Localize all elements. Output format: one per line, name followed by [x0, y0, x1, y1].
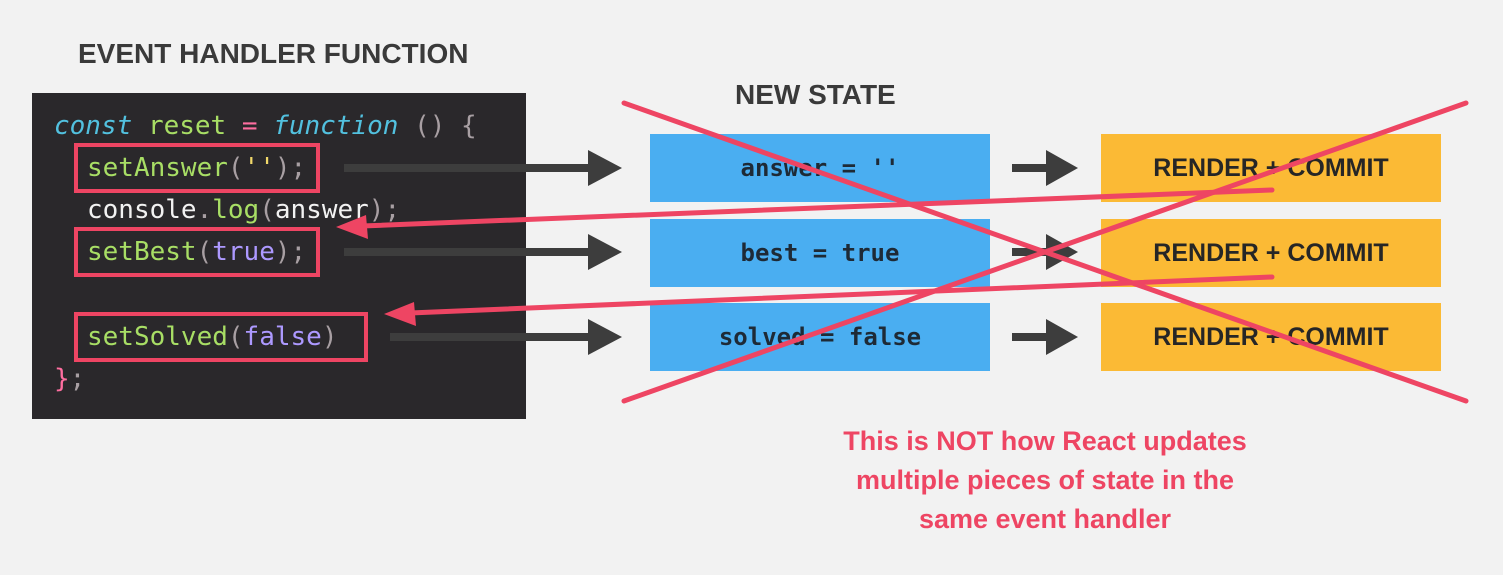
close-brace: } — [54, 364, 70, 394]
state-box-solved: solved = false — [650, 303, 990, 371]
call-set-best: setBest — [87, 237, 197, 267]
paren-close: ) — [274, 237, 291, 267]
note-line-2: multiple pieces of state in the — [855, 465, 1235, 495]
paren-close: ) — [368, 195, 385, 225]
note-line-1: This is NOT how React updates — [843, 426, 1247, 456]
semicolon: ; — [69, 364, 86, 394]
arrow-state-to-render-1 — [1012, 150, 1078, 186]
render-commit-box-1: RENDER + COMMIT — [1101, 134, 1441, 202]
highlight-set-answer — [74, 143, 320, 193]
assign-operator: = — [241, 111, 258, 141]
render-commit-box-3: RENDER + COMMIT — [1101, 303, 1441, 371]
call-set-answer: setAnswer — [87, 153, 228, 183]
paren-close: ) — [274, 153, 291, 183]
keyword-function: function — [273, 111, 399, 141]
note-line-3: same event handler — [918, 504, 1172, 534]
call-set-solved: setSolved — [87, 322, 228, 352]
arg-true: true — [212, 237, 275, 267]
console-object: console — [87, 195, 197, 225]
code-line-3: console.log(answer); — [87, 193, 400, 227]
paren-close: ) — [321, 322, 338, 352]
arg-false: false — [243, 322, 322, 352]
code-line-5: setSolved(false) — [87, 320, 337, 354]
open-brace: { — [461, 111, 477, 141]
new-state-heading: NEW STATE — [735, 79, 896, 110]
render-commit-box-2: RENDER + COMMIT — [1101, 219, 1441, 287]
semicolon: ; — [290, 237, 307, 267]
dot: . — [196, 195, 213, 225]
function-name: reset — [147, 111, 227, 141]
paren-open: ( — [227, 322, 244, 352]
state-box-best: best = true — [650, 219, 990, 287]
arg-answer: answer — [274, 195, 369, 225]
warning-note: This is NOT how React updates multiple p… — [790, 422, 1300, 539]
event-handler-heading: EVENT HANDLER FUNCTION — [78, 38, 469, 69]
highlight-set-best — [74, 227, 320, 277]
parens: () — [414, 111, 446, 141]
arrow-state-to-render-2 — [1012, 234, 1078, 270]
arg-empty-string: '' — [243, 153, 275, 183]
semicolon: ; — [290, 153, 307, 183]
state-box-answer: answer = '' — [650, 134, 990, 202]
keyword-const: const — [54, 111, 133, 141]
paren-open: ( — [196, 237, 213, 267]
code-line-6: }; — [54, 362, 85, 396]
paren-open: ( — [227, 153, 244, 183]
code-panel: const reset = function () { setAnswer(''… — [32, 93, 526, 419]
paren-open: ( — [259, 195, 275, 225]
call-log: log — [212, 195, 260, 225]
highlight-set-solved — [74, 312, 368, 362]
code-line-1: const reset = function () { — [54, 109, 477, 143]
semicolon: ; — [384, 195, 401, 225]
code-line-4: setBest(true); — [87, 235, 306, 269]
code-line-2: setAnswer(''); — [87, 151, 306, 185]
arrow-state-to-render-3 — [1012, 319, 1078, 355]
